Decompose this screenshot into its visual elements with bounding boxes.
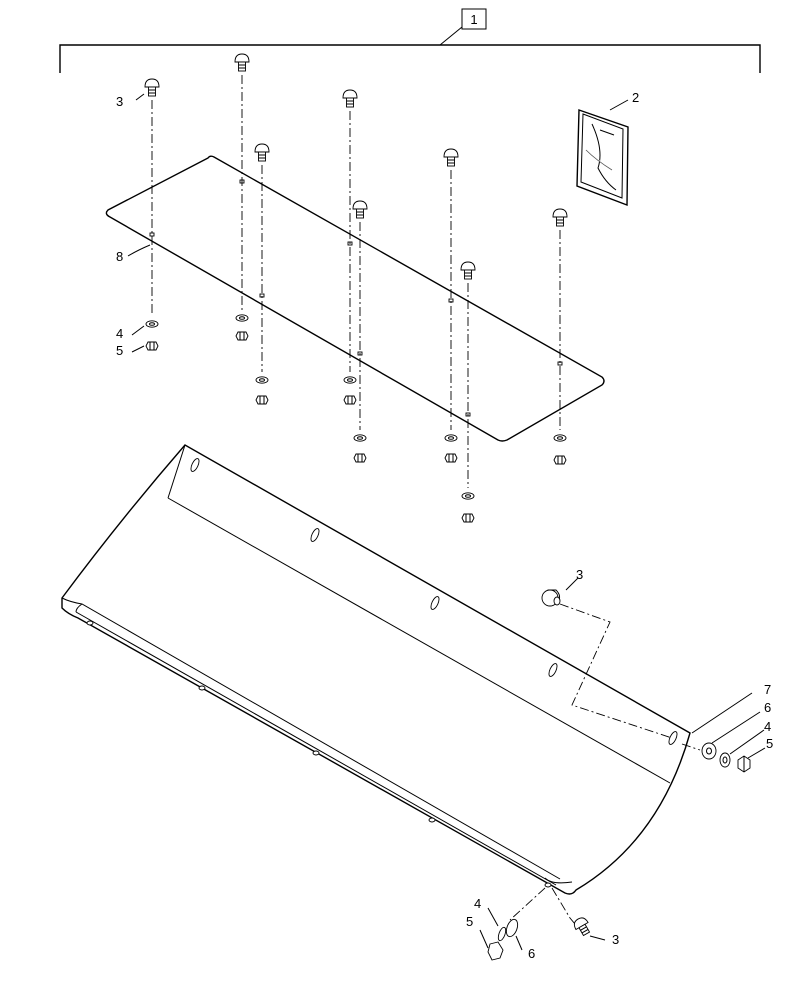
plate-fastener-set-5 xyxy=(352,200,368,463)
plate-fastener-set-6 xyxy=(443,148,459,463)
callout-3-top: 3 xyxy=(116,94,123,109)
plate-fastener-set-1: 3 4 5 xyxy=(116,78,160,358)
callout-3-bottom: 3 xyxy=(612,932,619,947)
kit-bracket: 1 xyxy=(59,8,761,73)
side-fastener-set: 3 6 4 5 xyxy=(541,567,773,773)
plate-fastener-set-7 xyxy=(460,261,476,523)
kit-callout-box xyxy=(461,8,487,30)
callout-8: 8 xyxy=(116,249,123,264)
plate-fastener-set-3 xyxy=(254,143,270,405)
callout-2: 2 xyxy=(632,90,639,105)
callout-5-top: 5 xyxy=(116,343,123,358)
plate-fastener-set-2 xyxy=(234,53,250,341)
callout-6-bottom: 6 xyxy=(528,946,535,961)
flat-plate: 8 xyxy=(105,155,605,442)
plate-fastener-set-8 xyxy=(552,208,568,465)
callout-5-bottom: 5 xyxy=(466,914,473,929)
callout-7: 7 xyxy=(764,682,771,697)
callout-3-side: 3 xyxy=(576,567,583,582)
callout-5-side: 5 xyxy=(766,736,773,751)
curved-shield: 7 xyxy=(61,444,771,895)
bottom-fastener-set: 3 6 4 5 xyxy=(466,887,619,961)
callout-1: 1 xyxy=(470,12,477,27)
callout-4-bottom: 4 xyxy=(474,896,481,911)
manual-booklet: 2 xyxy=(576,90,639,207)
plate-fastener-set-4 xyxy=(342,89,358,405)
callout-6-side: 6 xyxy=(764,700,771,715)
spacer-part xyxy=(701,742,717,760)
callout-4-side: 4 xyxy=(764,719,771,734)
callout-4-top: 4 xyxy=(116,326,123,341)
spacer-part-bottom xyxy=(505,918,519,938)
